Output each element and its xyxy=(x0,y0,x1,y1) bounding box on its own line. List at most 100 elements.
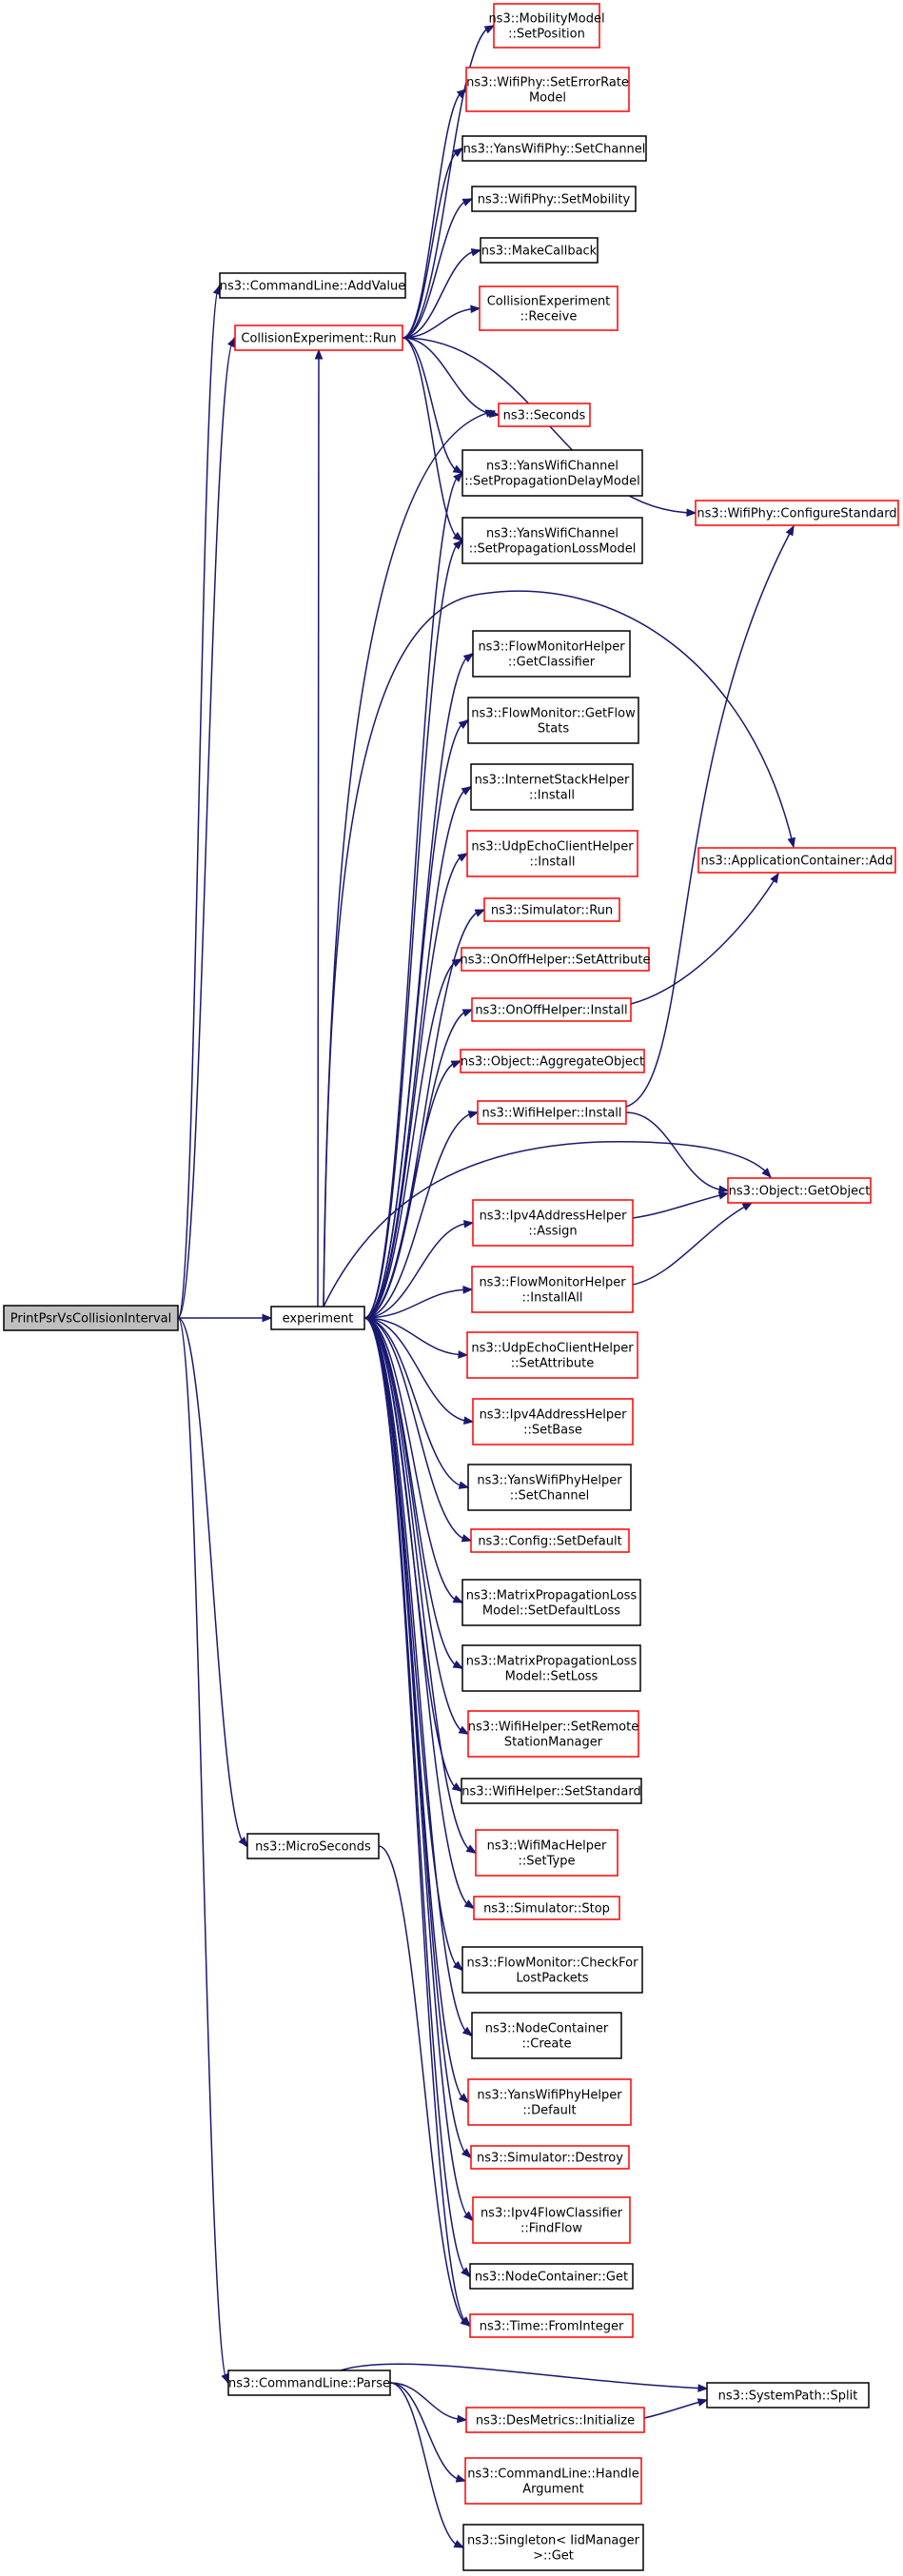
node-ish-install[interactable]: ns3::InternetStackHelper::Install xyxy=(470,763,634,811)
node-time-fromint[interactable]: ns3::Time::FromInteger xyxy=(469,2313,634,2338)
node-microseconds[interactable]: ns3::MicroSeconds xyxy=(246,1833,380,1859)
node-box xyxy=(460,1049,645,1073)
node-desm-init[interactable]: ns3::DesMetrics::Initialize xyxy=(465,2407,645,2433)
edge-experiment-to-fm-getflow xyxy=(363,719,470,1319)
node-experiment[interactable]: experiment xyxy=(270,1306,365,1330)
edge-path xyxy=(402,25,495,339)
node-cmd-addvalue[interactable]: ns3::CommandLine::AddValue xyxy=(219,272,406,299)
node-box xyxy=(461,1579,641,1626)
node-ywph-default[interactable]: ns3::YansWifiPhyHelper::Default xyxy=(467,2078,632,2126)
arrowhead xyxy=(458,719,470,730)
node-label: ns3::DesMetrics::Initialize xyxy=(476,2414,635,2429)
node-obj-aggr[interactable]: ns3::Object::AggregateObject xyxy=(460,1049,645,1073)
edge-path xyxy=(363,1317,477,1854)
edge-path xyxy=(323,590,795,1308)
edge-path xyxy=(363,1222,474,1319)
edge-path xyxy=(402,337,463,541)
arrowhead xyxy=(451,958,463,968)
node-ooh-install[interactable]: ns3::OnOffHelper::Install xyxy=(471,997,632,1022)
edge-experiment-to-sim-destroy xyxy=(363,1317,473,2158)
node-cmd-parse[interactable]: ns3::CommandLine::Parse xyxy=(227,2370,391,2396)
edge-path xyxy=(363,540,463,1319)
node-ipv4ah-setbase[interactable]: ns3::Ipv4AddressHelper::SetBase xyxy=(472,1398,634,1445)
node-label: ::SetPosition xyxy=(508,28,585,42)
edge-path xyxy=(363,958,462,1319)
edge-desm-init-to-sp-split xyxy=(643,2398,709,2419)
edge-path xyxy=(643,2399,708,2419)
edge-ce-run-to-wp-setmob xyxy=(402,198,474,339)
node-label: ns3::MatrixPropagationLoss xyxy=(466,1655,638,1669)
node-label: ns3::Simulator::Run xyxy=(491,904,613,918)
node-obj-getobj[interactable]: ns3::Object::GetObject xyxy=(727,1177,872,1204)
node-mpl-setdefloss[interactable]: ns3::MatrixPropagationLossModel::SetDefa… xyxy=(461,1579,641,1626)
node-label: ns3::CommandLine::Parse xyxy=(228,2377,390,2391)
node-box xyxy=(480,237,599,264)
node-box xyxy=(461,1946,643,1994)
node-nc-create[interactable]: ns3::NodeContainer::Create xyxy=(471,2012,622,2059)
node-fmh-installall[interactable]: ns3::FlowMonitorHelper::InstallAll xyxy=(471,1266,634,1313)
node-label: ::Receive xyxy=(520,310,578,324)
node-ipv4fc-find[interactable]: ns3::Ipv4FlowClassifier::FindFlow xyxy=(472,2196,631,2244)
node-label: ::Install xyxy=(530,855,576,870)
node-ce-run[interactable]: CollisionExperiment::Run xyxy=(234,324,403,351)
node-wmh-settype[interactable]: ns3::WifiMacHelper::SetType xyxy=(475,1829,618,1877)
node-singleton-get[interactable]: ns3::Singleton< IidManager>::Get xyxy=(462,2524,644,2571)
edge-wh-install-to-wp-configstd xyxy=(625,524,795,1108)
node-ywc-loss[interactable]: ns3::YansWifiChannel::SetPropagationLoss… xyxy=(461,517,643,564)
node-sim-destroy[interactable]: ns3::Simulator::Destroy xyxy=(470,2145,630,2170)
node-sim-stop[interactable]: ns3::Simulator::Stop xyxy=(473,1896,620,1920)
node-label: ns3::Seconds xyxy=(503,409,586,423)
node-box xyxy=(234,324,403,351)
edge-experiment-to-ooh-setattr xyxy=(363,958,463,1319)
node-ywph-setch[interactable]: ns3::YansWifiPhyHelper::SetChannel xyxy=(467,1464,632,1511)
node-box xyxy=(473,1896,620,1920)
arrowhead xyxy=(452,531,464,541)
node-ipv4ah-assign[interactable]: ns3::Ipv4AddressHelper::Assign xyxy=(472,1199,634,1247)
node-ywp-setch[interactable]: ns3::YansWifiPhy::SetChannel xyxy=(461,135,647,162)
node-label: ::Default xyxy=(522,2104,576,2118)
node-label: Argument xyxy=(522,2483,584,2497)
edge-path xyxy=(323,1141,772,1308)
node-wh-setstd[interactable]: ns3::WifiHelper::SetStandard xyxy=(461,1778,642,1804)
node-label: StationManager xyxy=(504,1736,603,1750)
node-appc-add[interactable]: ns3::ApplicationContainer::Add xyxy=(697,847,896,874)
node-label: ns3::UdpEchoClientHelper xyxy=(471,1342,634,1356)
arrowhead xyxy=(451,1782,463,1792)
node-uech-install[interactable]: ns3::UdpEchoClientHelper::Install xyxy=(466,830,638,877)
edge-experiment-to-time-fromint xyxy=(363,1317,471,2327)
node-label: ns3::CommandLine::AddValue xyxy=(220,280,406,294)
node-fmh-getcls[interactable]: ns3::FlowMonitorHelper::GetClassifier xyxy=(472,630,631,678)
arrowhead xyxy=(314,348,324,360)
node-sp-split[interactable]: ns3::SystemPath::Split xyxy=(706,2382,870,2409)
node-label: PrintPsrVsCollisionInterval xyxy=(10,1312,172,1327)
node-sim-run[interactable]: ns3::Simulator::Run xyxy=(483,897,620,922)
node-cfg-setdef[interactable]: ns3::Config::SetDefault xyxy=(470,1528,630,1553)
node-ooh-setattr[interactable]: ns3::OnOffHelper::SetAttribute xyxy=(461,947,651,972)
edge-layer xyxy=(177,25,795,2548)
edge-path xyxy=(363,1317,474,2221)
node-wp-setmob[interactable]: ns3::WifiPhy::SetMobility xyxy=(471,186,637,212)
node-mob-setpos[interactable]: ns3::MobilityModel::SetPosition xyxy=(488,3,605,49)
node-nc-get[interactable]: ns3::NodeContainer::Get xyxy=(469,2263,634,2290)
edge-path xyxy=(378,1845,471,2327)
node-seconds[interactable]: ns3::Seconds xyxy=(498,403,591,427)
node-ywc-delay[interactable]: ns3::YansWifiChannel::SetPropagationDela… xyxy=(461,449,643,497)
edge-path xyxy=(363,1060,461,1319)
arrowhead xyxy=(461,786,473,796)
node-wh-install[interactable]: ns3::WifiHelper::Install xyxy=(477,1100,627,1125)
node-uech-setattr[interactable]: ns3::UdpEchoClientHelper::SetAttribute xyxy=(466,1331,638,1379)
node-wp-configstd[interactable]: ns3::WifiPhy::ConfigureStandard xyxy=(695,500,899,526)
node-label: ns3::MicroSeconds xyxy=(255,1840,371,1855)
node-makecb[interactable]: ns3::MakeCallback xyxy=(480,237,599,264)
edge-cmd-parse-to-singleton-get xyxy=(389,2382,465,2548)
edge-experiment-to-mpl-setdefloss xyxy=(363,1317,464,1603)
edge-path xyxy=(363,1317,474,1423)
node-box xyxy=(470,1528,630,1553)
node-ce-recv[interactable]: CollisionExperiment::Receive xyxy=(479,285,618,331)
